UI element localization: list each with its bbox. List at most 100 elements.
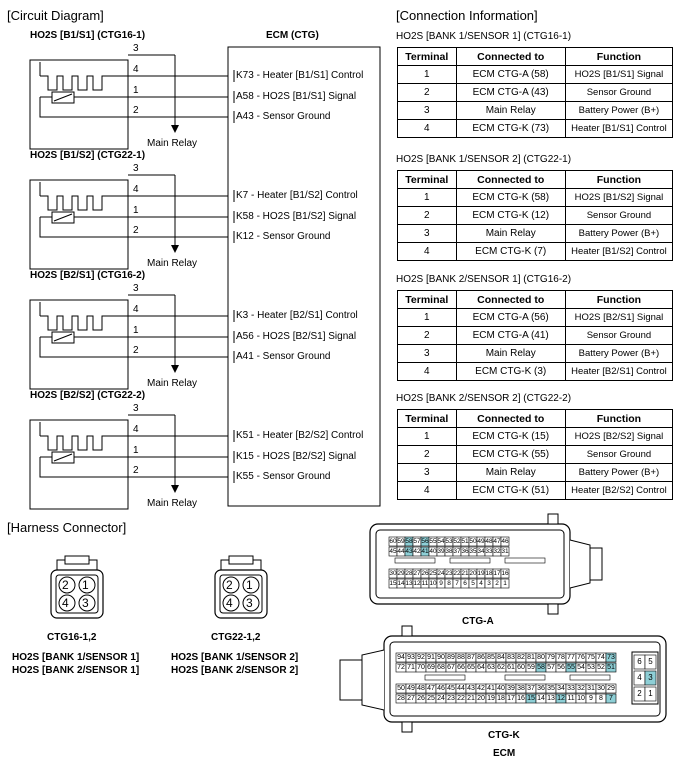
ecm-terminal-label: K12 - Sensor Ground <box>236 231 331 242</box>
ecm-terminal-label: A56 - HO2S [B2/S1] Signal <box>236 331 357 342</box>
ctga-pin-number: 5 <box>471 580 475 587</box>
connector-latch <box>64 555 90 565</box>
ecm-terminal-label: A43 - Sensor Ground <box>236 111 331 122</box>
table-cell: ECM CTG-K (58) <box>455 188 566 207</box>
ctgk-pin-number: 78 <box>557 654 565 661</box>
ctgk-pin-number: 81 <box>527 654 535 661</box>
ecm-terminal-label: A58 - HO2S [B1/S1] Signal <box>236 91 357 102</box>
ctgk-pin-number: 31 <box>587 685 595 692</box>
ctgk-pin-number: 22 <box>457 695 465 702</box>
ctgk-side-pin <box>644 686 657 702</box>
ctgk-pin-number: 90 <box>437 654 445 661</box>
ctgk-pin-number: 89 <box>447 654 455 661</box>
pin-number: 3 <box>133 283 139 294</box>
pin-number: 4 <box>133 64 139 75</box>
pin-number: 3 <box>133 403 139 414</box>
ctga-pin-number: 28 <box>405 570 413 577</box>
connector-pin <box>78 576 96 594</box>
ctgk-face <box>389 641 661 717</box>
ctgk-pin-number: 94 <box>397 654 405 661</box>
connector-latch <box>228 555 254 565</box>
ctga-pin-number: 49 <box>477 538 485 545</box>
ctga-pin-number: 26 <box>421 570 429 577</box>
ctga-pin-number: 59 <box>397 538 405 545</box>
table-cell: Heater [B2/S2] Control <box>564 481 674 500</box>
pin-number: 4 <box>133 304 139 315</box>
ctgk-pin-number: 56 <box>557 664 565 671</box>
sensor-title: HO2S [B1/S1] (CTG16-1) <box>30 30 146 41</box>
ctgk-pin-number: 63 <box>487 664 495 671</box>
heater-element-icon <box>40 195 128 211</box>
ctgk-pin-number: 29 <box>607 685 615 692</box>
ctga-pin-number: 37 <box>453 548 461 555</box>
ctga-latch <box>589 547 603 581</box>
ctga-pin-number: 46 <box>501 538 509 545</box>
heater-element-icon <box>40 435 128 451</box>
ctgk-pin-number: 10 <box>577 695 585 702</box>
ctga-latch <box>547 603 559 615</box>
ctgk-latch <box>339 659 363 701</box>
connection-info-title: [Connection Information] <box>396 8 538 23</box>
ctgk-pin-number: 74 <box>597 654 605 661</box>
connector-pin <box>58 576 76 594</box>
ctga-pin-number: 21 <box>461 570 469 577</box>
ctgk-pin-number: 32 <box>577 685 585 692</box>
ctgk-pin-number: 75 <box>587 654 595 661</box>
table-cell: Heater [B2/S1] Control <box>564 362 674 381</box>
ctga-label: CTG-A <box>462 616 494 627</box>
connector-pin-number: 4 <box>62 596 69 610</box>
connector-pin <box>242 594 260 612</box>
ctga-pin-number: 52 <box>453 538 461 545</box>
ctgk-pin-number: 41 <box>487 685 495 692</box>
table-cell: ECM CTG-K (7) <box>455 242 566 261</box>
connector-pin <box>242 576 260 594</box>
sensor-box <box>29 179 129 270</box>
ecm-terminal-label: A41 - Sensor Ground <box>236 351 331 362</box>
column-header: Connected to <box>455 170 566 189</box>
ctga-pin-number: 4 <box>479 580 483 587</box>
sensor-title: HO2S [B2/S1] (CTG16-2) <box>30 270 146 281</box>
ctga-pin-number: 38 <box>445 548 453 555</box>
connector-pin-number: 3 <box>82 596 89 610</box>
circuit-diagram-title: [Circuit Diagram] <box>7 8 104 23</box>
ctga-key <box>449 557 491 564</box>
ctgk-pin-number: 86 <box>477 654 485 661</box>
ctgk-pin-number: 58 <box>537 664 545 671</box>
ctga-pin-number: 12 <box>413 580 421 587</box>
ctgk-pin-number: 14 <box>537 695 545 702</box>
relay-arrow <box>171 485 179 493</box>
ctga-pin-number: 6 <box>463 580 467 587</box>
table-cell: ECM CTG-K (51) <box>455 481 566 500</box>
ctgk-pin-number: 48 <box>417 685 425 692</box>
ctga-pin-number: 10 <box>429 580 437 587</box>
connector-pin <box>222 576 240 594</box>
ctgk-pin-number: 53 <box>587 664 595 671</box>
ctga-pin-number: 42 <box>413 548 421 555</box>
ecm-terminal-label: K58 - HO2S [B1/S2] Signal <box>236 211 357 222</box>
ctgk-pin-number: 92 <box>417 654 425 661</box>
ctgk-pin-number: 73 <box>607 654 615 661</box>
sensor-box <box>29 299 129 390</box>
ctgk-pin-number: 55 <box>567 664 575 671</box>
ctga-face <box>375 529 565 599</box>
connector-pin <box>222 594 240 612</box>
ctgk-pin-number: 18 <box>497 695 505 702</box>
pin-number: 3 <box>133 43 139 54</box>
ctgk-pin-number: 61 <box>507 664 515 671</box>
ctgk-pin-number: 60 <box>517 664 525 671</box>
ctgk-pin <box>605 652 617 663</box>
wire <box>39 336 128 358</box>
ctgk-side-pin-number: 1 <box>648 689 653 698</box>
ctgk-latch <box>361 649 385 711</box>
main-relay-label: Main Relay <box>147 378 198 389</box>
pin-number: 2 <box>133 105 139 116</box>
ctgk-connector <box>339 625 667 733</box>
ctga-pin-number: 53 <box>445 538 453 545</box>
ctga-pin-number: 36 <box>461 548 469 555</box>
